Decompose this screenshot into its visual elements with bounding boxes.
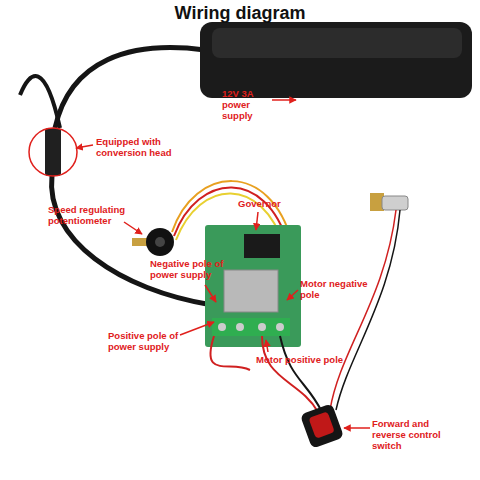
ic-chip: [244, 234, 280, 258]
leader-arrow: [266, 340, 268, 352]
control-switch: [300, 403, 344, 448]
leader-arrow: [287, 290, 298, 300]
governor-board: [205, 225, 301, 347]
potentiometer-knob: [146, 228, 174, 256]
switch-rocker: [308, 411, 334, 439]
switch-wire: [280, 336, 322, 412]
leader-arrow: [256, 212, 258, 230]
highlight-circle: [29, 128, 77, 176]
terminal-block: [212, 318, 290, 336]
power-adapter: [200, 22, 472, 98]
motor: [382, 196, 408, 210]
callout-label: 12V 3A power supply: [222, 88, 282, 121]
knob-cap: [155, 237, 165, 247]
callout-label: Motor positive pole: [256, 354, 356, 365]
motor-wire: [330, 210, 396, 410]
leader-arrow: [205, 285, 216, 302]
adapter-top: [212, 28, 462, 58]
dc-cable: [52, 175, 212, 305]
screw: [276, 323, 284, 331]
callout-label: Negative pole of power supply: [150, 258, 230, 280]
callout-label: Motor negative pole: [300, 278, 370, 300]
screw: [236, 323, 244, 331]
screw: [258, 323, 266, 331]
leader-arrow: [344, 427, 370, 429]
screw: [218, 323, 226, 331]
power-cable: [20, 76, 60, 128]
pot-shaft: [132, 238, 148, 246]
callout-label: Speed regulating potentiometer: [48, 204, 128, 226]
callout-label: Governor: [238, 198, 298, 209]
supply-wire: [210, 336, 250, 370]
callout-label: Positive pole of power supply: [108, 330, 188, 352]
callout-label: Forward and reverse control switch: [372, 418, 462, 451]
switch-wire: [262, 336, 318, 412]
diagram-title: Wiring diagram: [0, 3, 480, 24]
leader-lines: [76, 100, 370, 428]
heatsink: [224, 270, 278, 312]
leader-arrow: [76, 145, 93, 148]
leader-arrow: [272, 99, 296, 101]
callout-label: Equipped with conversion head: [96, 136, 186, 158]
motor-wire: [336, 210, 400, 410]
power-cable: [55, 48, 205, 128]
dc-jack: [45, 128, 61, 176]
leader-arrow: [180, 322, 214, 335]
leader-arrow: [124, 222, 142, 234]
